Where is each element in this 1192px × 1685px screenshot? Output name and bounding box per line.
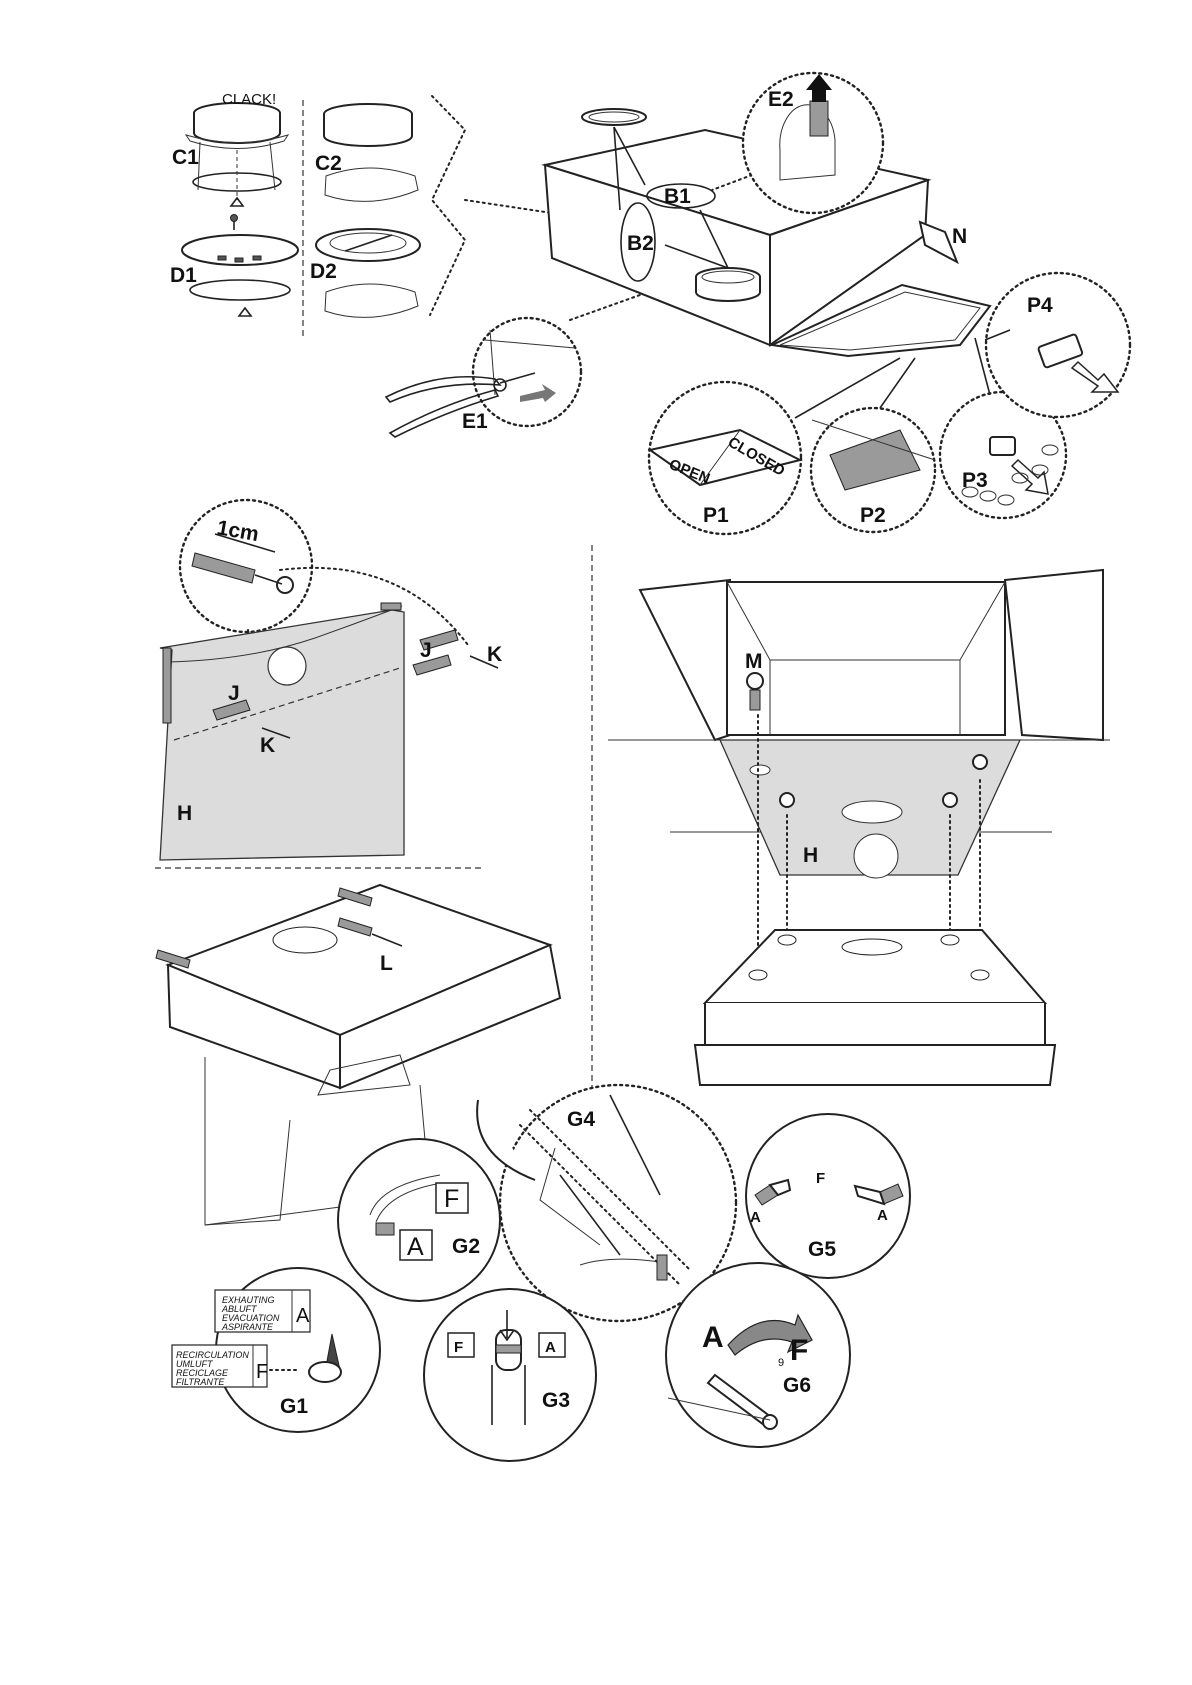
label-g5-f: F [816, 1170, 825, 1187]
label-g5: G5 [808, 1238, 836, 1261]
label-g3: G3 [542, 1389, 570, 1412]
g1-exhausting-a: A [296, 1305, 310, 1327]
g3-inset [424, 1289, 596, 1461]
wall-fixing-left [155, 500, 498, 868]
g6-inset [666, 1263, 850, 1447]
label-g5-a-left: A [750, 1209, 761, 1226]
label-c2: C2 [315, 152, 342, 175]
label-c1: C1 [172, 146, 199, 169]
label-p2: P2 [860, 504, 886, 527]
label-e1: E1 [462, 410, 488, 433]
label-p3: P3 [962, 469, 988, 492]
label-d2: D2 [310, 260, 337, 283]
label-j-left: J [228, 682, 240, 705]
top-collar [696, 268, 760, 301]
label-e2: E2 [768, 88, 794, 111]
label-g1: G1 [280, 1395, 308, 1418]
g1-recirculation-line-4: FILTRANTE [176, 1377, 225, 1387]
label-b1: B1 [664, 185, 691, 208]
cabinet-mounting [592, 545, 1110, 1110]
label-k-right: K [487, 643, 502, 666]
b1-flange-ring [582, 109, 646, 125]
label-h-left: H [177, 802, 192, 825]
label-p1: P1 [703, 504, 729, 527]
label-g5-a-right: A [877, 1207, 888, 1224]
label-j-right: J [420, 639, 432, 662]
label-m: M [745, 650, 763, 673]
clack-label: CLACK! [222, 91, 276, 108]
label-n: N [952, 225, 967, 248]
label-g4: G4 [567, 1108, 595, 1131]
label-k-left: K [260, 734, 275, 757]
e1-inset [473, 318, 581, 426]
label-g6-a: A [702, 1321, 724, 1354]
label-g6-f: F [790, 1334, 808, 1367]
label-d1: D1 [170, 264, 197, 287]
g1-recirculation-f: F [256, 1361, 268, 1383]
g2-inset [338, 1139, 500, 1301]
label-g6-small: 9 [778, 1357, 784, 1369]
label-g2: G2 [452, 1235, 480, 1258]
label-g2-f: F [444, 1185, 459, 1213]
label-l: L [380, 952, 393, 975]
d1-damper [182, 235, 298, 316]
label-g2-a: A [407, 1233, 424, 1261]
label-p4: P4 [1027, 294, 1053, 317]
label-g6: G6 [783, 1374, 811, 1397]
label-g3-a: A [545, 1339, 556, 1356]
label-h-right: H [803, 844, 818, 867]
g1-exhausting-line-4: ASPIRANTE [221, 1322, 274, 1332]
screw-icon [231, 215, 238, 231]
flange-panel [182, 96, 585, 340]
label-g3-f: F [454, 1339, 463, 1356]
c1-collar [186, 103, 288, 206]
label-b2: B2 [627, 232, 654, 255]
